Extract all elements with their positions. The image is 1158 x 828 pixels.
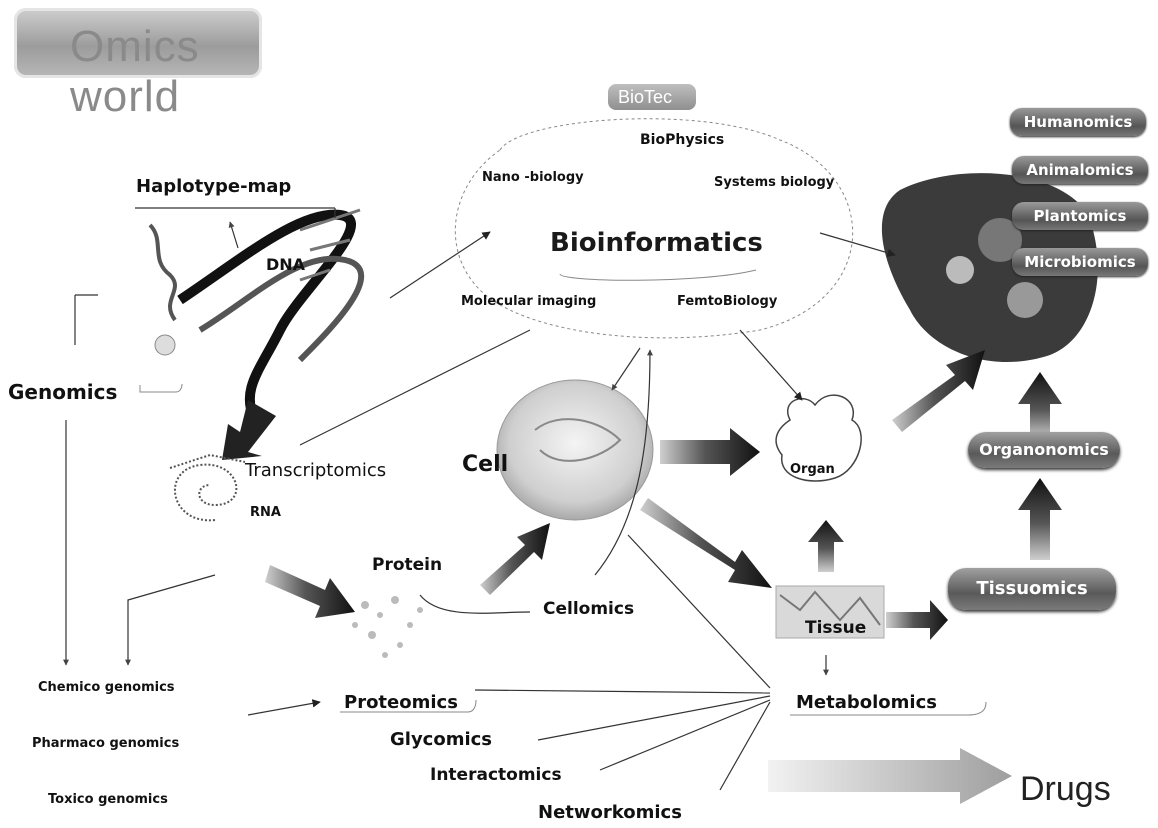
organ-label: Organ [790, 462, 835, 477]
interactomics-label: Interactomics [430, 765, 562, 785]
dna-to-rna-arrow [222, 400, 276, 460]
proteomics-label: Proteomics [344, 692, 458, 713]
cellomics-label: Cellomics [543, 599, 634, 619]
rna-label: RNA [250, 505, 281, 520]
humanomics-pill: Humanomics [1010, 108, 1146, 136]
rna-illustration [170, 455, 245, 520]
bioinformatics-label: Bioinformatics [550, 228, 763, 258]
cell-label: Cell [462, 452, 508, 477]
glycomics-label: Glycomics [390, 729, 492, 750]
dna-label: DNA [266, 255, 305, 274]
protein-illustration [352, 596, 423, 658]
molecular-imaging-label: Molecular imaging [461, 294, 596, 309]
pharmaco-genomics-label: Pharmaco genomics [32, 736, 179, 751]
dna-illustration [150, 210, 361, 420]
cell-illustration [497, 380, 653, 520]
drugs-label: Drugs [1020, 770, 1111, 809]
toxico-genomics-label: Toxico genomics [48, 792, 168, 807]
chemico-genomics-label: Chemico genomics [38, 680, 175, 695]
transcriptomics-label: Transcriptomics [245, 460, 386, 481]
biophysics-label: BioPhysics [640, 132, 724, 148]
metabolomics-label: Metabolomics [796, 692, 937, 713]
tissue-label: Tissue [805, 618, 866, 638]
networkomics-label: Networkomics [538, 802, 682, 823]
organonomics-pill: Organonomics [968, 432, 1120, 468]
haplotype-map-label: Haplotype-map [136, 176, 291, 197]
femtobiology-label: FemtoBiology [677, 294, 777, 309]
nano-biology-label: Nano -biology [482, 170, 584, 185]
plantomics-pill: Plantomics [1012, 202, 1148, 230]
animalomics-pill: Animalomics [1012, 156, 1148, 184]
block-arrows [265, 350, 1062, 804]
protein-label: Protein [372, 555, 442, 575]
systems-biology-label: Systems biology [714, 175, 834, 190]
genomics-label: Genomics [8, 380, 117, 404]
tissuomics-pill: Tissuomics [948, 568, 1116, 610]
microbiomics-pill: Microbiomics [1012, 248, 1148, 276]
